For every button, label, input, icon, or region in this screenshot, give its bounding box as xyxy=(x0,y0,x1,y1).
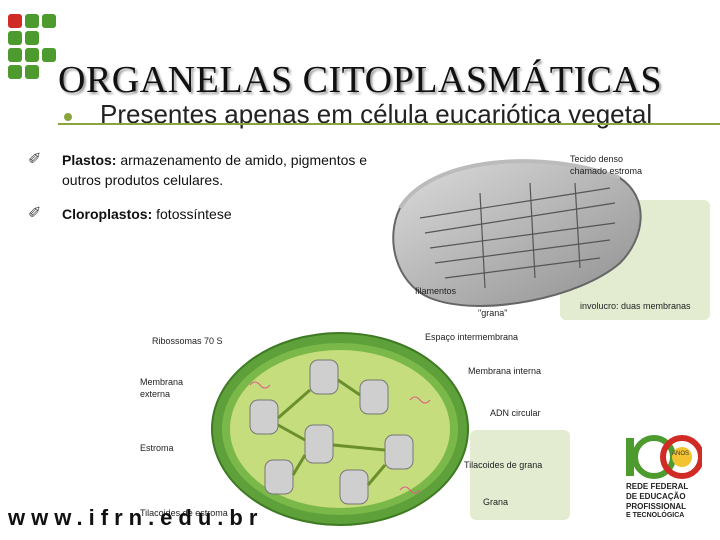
diagram-label: Estroma xyxy=(140,443,174,453)
page-title: ORGANELAS CITOPLASMÁTICAS xyxy=(58,58,662,102)
rede-federal-logo: ANOS REDE FEDERAL DE EDUCAÇÃO PROFISSION… xyxy=(624,432,702,524)
diagram-label: externa xyxy=(140,389,170,399)
bullet-term: Plastos: xyxy=(62,152,116,168)
bullet-term: Cloroplastos: xyxy=(62,206,152,222)
diagram-label: Tilacoides de grana xyxy=(464,460,542,470)
federal-logo-line: REDE FEDERAL xyxy=(626,482,688,491)
title-divider xyxy=(58,123,720,125)
micrograph-label: filamentos xyxy=(415,286,456,296)
centenary-logo-icon xyxy=(624,432,702,480)
pencil-bullet-icon: ✐ xyxy=(28,150,41,170)
footer-url: www.ifrn.edu.br xyxy=(8,505,263,531)
micrograph-label: "grana" xyxy=(478,308,507,318)
federal-logo-line: PROFISSIONAL xyxy=(626,502,686,511)
bullet-plastos: ✐ Plastos: armazenamento de amido, pigme… xyxy=(62,150,392,190)
federal-logo-line: DE EDUCAÇÃO xyxy=(626,492,686,501)
micrograph-label: chamado estroma xyxy=(570,166,642,176)
ifrn-logo xyxy=(8,14,56,78)
diagram-label: Membrana interna xyxy=(468,366,541,376)
bullet-text: fotossíntese xyxy=(152,206,231,222)
anos-label: ANOS xyxy=(672,451,689,457)
diagram-label: Ribossomas 70 S xyxy=(152,336,223,346)
chloroplast-diagram xyxy=(210,330,470,528)
micrograph-label: involucro: duas membranas xyxy=(580,301,691,311)
bullet-cloroplastos: ✐ Cloroplastos: fotossíntese xyxy=(62,204,362,224)
diagram-label: ADN circular xyxy=(490,408,541,418)
subtitle-bullet-icon xyxy=(64,113,72,121)
diagram-label: Grana xyxy=(483,497,508,507)
diagram-label: Espaço intermembrana xyxy=(425,332,518,342)
micrograph-label: Tecido denso xyxy=(570,154,623,164)
pencil-bullet-icon: ✐ xyxy=(28,204,41,224)
diagram-label: Membrana xyxy=(140,377,183,387)
federal-logo-line: E TECNOLÓGICA xyxy=(626,512,684,519)
